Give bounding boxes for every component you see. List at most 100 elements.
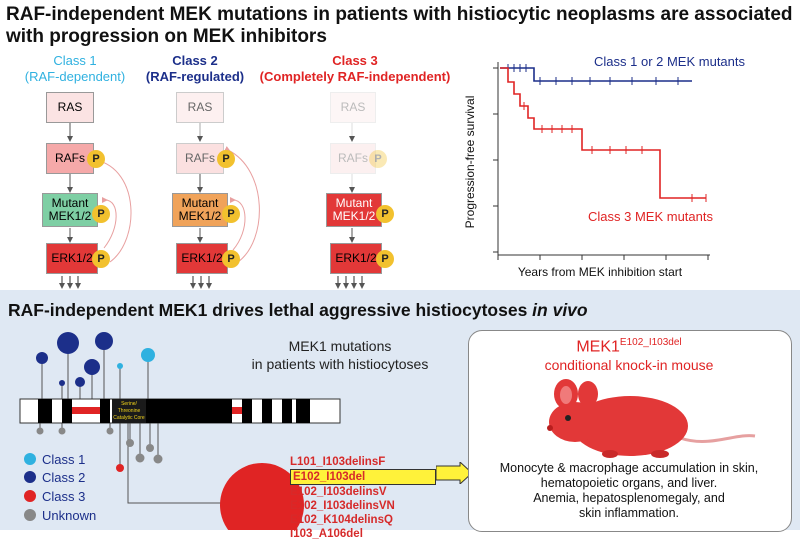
lollipop-class2 xyxy=(36,352,48,364)
class2-rafs-phospho: P xyxy=(217,150,235,168)
curve-class3 xyxy=(500,67,706,199)
class1-ras-box: RAS xyxy=(46,92,94,123)
class2-mek-phospho: P xyxy=(222,205,240,223)
desc-line: Monocyte & macrophage accumulation in sk… xyxy=(499,461,759,475)
legend-label-unknown: Unknown xyxy=(42,508,96,523)
lollipop-unknown xyxy=(58,427,66,435)
lollipop-unknown xyxy=(146,444,154,452)
mek1-mutations-line2: in patients with histiocytoses xyxy=(252,356,429,372)
class3-mek-mutant: Mutant xyxy=(335,196,373,210)
mutation-item: E102_I103delinsV xyxy=(290,486,387,498)
bottom-title-main: RAF-independent MEK1 drives lethal aggre… xyxy=(8,300,533,320)
class2-mek-box: Mutant MEK1/2 xyxy=(172,193,228,227)
lollipop-class1 xyxy=(117,363,123,369)
class2-mek-label: MEK1/2 xyxy=(178,209,222,223)
y-axis-label: Progression-free survival xyxy=(463,96,477,229)
legend-dot-class1 xyxy=(24,453,36,465)
class1-mek-mutant: Mutant xyxy=(51,196,89,210)
catalytic-core-box xyxy=(112,399,146,423)
legend-dot-class3 xyxy=(24,490,36,502)
lollipop-class2 xyxy=(75,377,85,387)
legend-label-class3: Class 3 xyxy=(42,489,85,504)
class3-mek-box: Mutant MEK1/2 xyxy=(326,193,382,227)
class1-erk-box: ERK1/2 xyxy=(46,243,98,274)
class3-mek-label: MEK1/2 xyxy=(332,209,376,223)
mutation-item: I103_A106del xyxy=(290,528,363,540)
curve-class12 xyxy=(500,67,692,82)
class2-mek-mutant: Mutant xyxy=(181,196,219,210)
mek1-mutations-line1: MEK1 mutations xyxy=(289,338,392,354)
censor-marks-class3 xyxy=(523,102,707,202)
class2-erk-box: ERK1/2 xyxy=(176,243,228,274)
class1-header: Class 1 (RAF-dependent) xyxy=(20,53,130,85)
class3-erk-phospho: P xyxy=(376,250,394,268)
legend-class12: Class 1 or 2 MEK mutants xyxy=(594,54,745,69)
class1-name: Class 1 xyxy=(53,53,97,68)
desc-line: Anemia, hepatosplenomegaly, and xyxy=(533,491,725,505)
legend-class3: Class 3 MEK mutants xyxy=(588,209,713,224)
class3-erk-box: ERK1/2 xyxy=(330,243,382,274)
core-label-2: Threonine xyxy=(118,408,141,414)
mutation-item: L101_I103delinsF xyxy=(290,456,386,468)
mutation-region-2 xyxy=(232,407,242,414)
class3-sub: (Completely RAF-independent) xyxy=(259,69,451,84)
mouse-title-sup: E102_I103del xyxy=(619,337,682,348)
legend-label-class2: Class 2 xyxy=(42,470,85,485)
figure-title-line1: RAF-independent MEK mutations in patient… xyxy=(6,4,793,25)
lollipop-class2 xyxy=(95,332,113,350)
x-ticks xyxy=(497,255,709,260)
class2-ras-box: RAS xyxy=(176,92,224,123)
mutation-item: E102_I103delinsVN xyxy=(290,500,395,512)
figure-title-line2: with progression on MEK inhibitors xyxy=(6,26,327,47)
class1-mek-phospho: P xyxy=(92,205,110,223)
lollipop-unknown xyxy=(153,454,163,464)
lollipop-class1 xyxy=(141,348,155,362)
class3-rafs-box: RAFs xyxy=(330,143,376,174)
class1-rafs-phospho: P xyxy=(87,150,105,168)
class1-erk-phospho: P xyxy=(92,250,110,268)
lollipop-class2 xyxy=(59,380,65,386)
class1-mek-box: Mutant MEK1/2 xyxy=(42,193,98,227)
mouse-icon xyxy=(547,379,756,458)
class2-name: Class 2 xyxy=(172,53,218,68)
lollipop-unknown xyxy=(126,439,134,447)
lollipop-plot: Serine/ Threonine Catalytic Core Class 1… xyxy=(19,332,429,530)
mouse-description: Monocyte & macrophage accumulation in sk… xyxy=(468,461,790,521)
class2-sub: (RAF-regulated) xyxy=(145,69,245,84)
lollipop-class2 xyxy=(84,359,100,375)
mouse-title: MEK1E102_I103del xyxy=(468,337,790,356)
lollipop-unknown xyxy=(36,427,44,435)
desc-line: skin inflammation. xyxy=(578,506,680,520)
yellow-arrow xyxy=(436,462,473,484)
legend-dot-unknown xyxy=(24,509,36,521)
lollipop-unknown xyxy=(106,427,114,435)
core-label-3: Catalytic Core xyxy=(113,415,145,421)
mutation-item: E102_K104delinsQ xyxy=(290,514,393,526)
class3-ras-box: RAS xyxy=(330,92,376,123)
core-label-1: Serine/ xyxy=(121,401,137,407)
class3-name: Class 3 xyxy=(332,53,378,68)
class2-rafs-box: RAFs xyxy=(176,143,224,174)
class1-sub: (RAF-dependent) xyxy=(24,69,126,84)
lollipop-class2 xyxy=(57,332,79,354)
legend-label-class1: Class 1 xyxy=(42,452,85,467)
y-ticks xyxy=(493,67,498,253)
class1-mek-label: MEK1/2 xyxy=(48,209,92,223)
mouse-subtitle: conditional knock-in mouse xyxy=(544,357,714,373)
mutation-list: L101_I103delinsF E102_I103del E102_I103d… xyxy=(290,455,436,541)
desc-line: hematopoietic organs, and liver. xyxy=(540,476,718,490)
pathway-arrows xyxy=(59,123,365,289)
bottom-title: RAF-independent MEK1 drives lethal aggre… xyxy=(8,299,588,321)
lollipop-class3 xyxy=(116,464,124,472)
bottom-title-em: in vivo xyxy=(532,300,588,320)
lollipop-class3-large xyxy=(220,463,304,530)
class3-header: Class 3 (Completely RAF-independent) xyxy=(255,53,455,85)
class2-header: Class 2 (RAF-regulated) xyxy=(140,53,250,85)
class2-erk-phospho: P xyxy=(222,250,240,268)
legend-dot-class2 xyxy=(24,471,36,483)
mutation-item-highlight: E102_I103del xyxy=(290,469,436,485)
lollipop-unknown xyxy=(135,453,145,463)
lollipop-stems xyxy=(39,343,240,504)
mouse-title-main: MEK1 xyxy=(576,338,620,356)
censor-marks-class12 xyxy=(507,64,679,85)
